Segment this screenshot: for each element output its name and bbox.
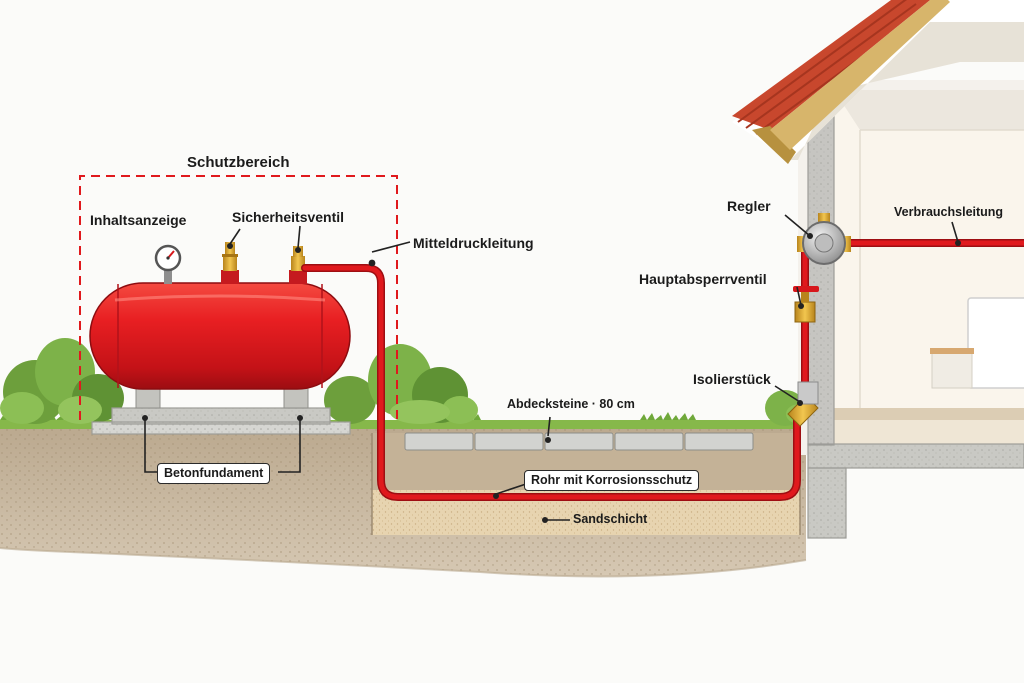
label-regulator: Regler bbox=[727, 198, 771, 214]
label-consumption-pipe: Verbrauchsleitung bbox=[894, 205, 1004, 219]
house-roof bbox=[732, 0, 1024, 164]
cover-stone bbox=[544, 432, 614, 451]
label-corrosion-protected-pipe: Rohr mit Korrosionsschutz bbox=[524, 470, 700, 491]
label-sand-layer: Sandschicht bbox=[573, 512, 648, 526]
label-protection-zone: Schutzbereich bbox=[187, 154, 290, 171]
insulating-joint-icon bbox=[787, 381, 819, 427]
cover-stone bbox=[684, 432, 754, 451]
cover-stone bbox=[614, 432, 684, 451]
leader-dots bbox=[142, 233, 961, 523]
leader-lines bbox=[144, 214, 959, 521]
label-insulating-joint: Isolierstück bbox=[693, 371, 771, 387]
regulator-icon bbox=[797, 213, 851, 265]
pressure-gauge-icon bbox=[154, 244, 182, 284]
cover-stone bbox=[404, 432, 474, 451]
label-concrete-foundation: Betonfundament bbox=[157, 463, 271, 484]
bushes-middle bbox=[324, 344, 478, 424]
shutoff-valve-icon bbox=[793, 286, 819, 323]
label-medium-pressure-pipe: Mitteldruckleitung bbox=[413, 235, 534, 251]
gas-tank bbox=[89, 282, 351, 390]
cover-stone bbox=[474, 432, 544, 451]
label-cover-stones: Abdecksteine · 80 cm bbox=[507, 397, 635, 411]
label-content-gauge: Inhaltsanzeige bbox=[90, 212, 187, 228]
label-main-shutoff-valve: Hauptabsperrventil bbox=[639, 271, 767, 287]
label-safety-valve: Sicherheitsventil bbox=[232, 209, 345, 225]
house bbox=[798, 80, 1024, 539]
concrete-foundation bbox=[91, 371, 351, 435]
protection-zone bbox=[79, 175, 398, 420]
cover-stones bbox=[404, 432, 754, 451]
bushes-left bbox=[0, 338, 124, 424]
